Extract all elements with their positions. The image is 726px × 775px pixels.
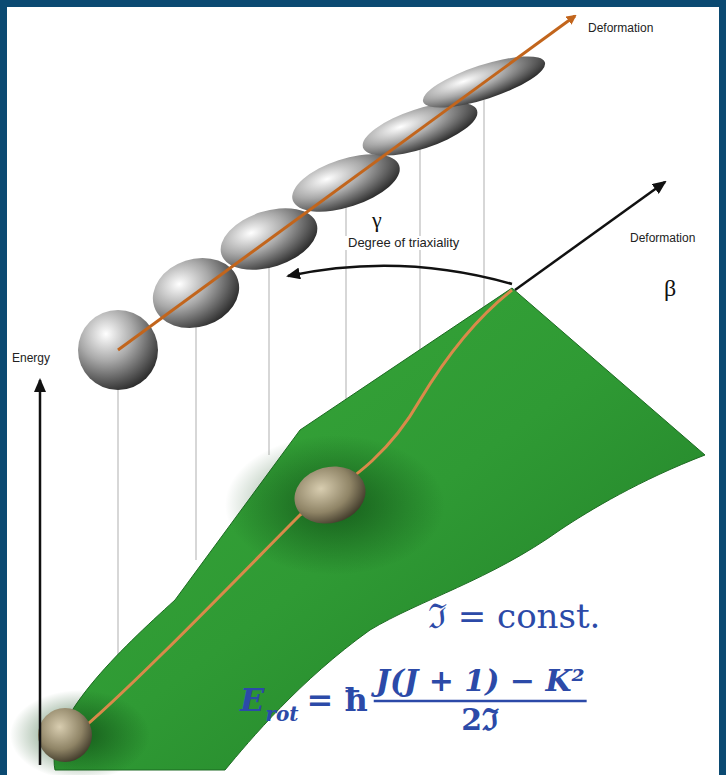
axis-label: Deformation: [630, 232, 695, 245]
axis-label: Deformation: [588, 22, 653, 35]
formula-text: rot: [265, 703, 298, 725]
deformation-axis-arrow: [118, 16, 575, 350]
ellipsoid-series: [78, 46, 550, 390]
formula-text: 2ℑ: [461, 703, 499, 736]
axis-label: Degree of triaxiality: [345, 236, 462, 250]
formula-text: J(J + 1) − K²: [376, 664, 585, 697]
energy-arrow: [39, 380, 42, 765]
beta-symbol: β: [664, 275, 676, 301]
formula-text: E: [240, 683, 264, 718]
fraction-bar: [374, 700, 587, 703]
axis-label: Energy: [12, 352, 50, 365]
gamma-arc-arrow: [288, 266, 512, 284]
deformed-nucleus-rock: [288, 459, 372, 532]
formula-text: = ħ: [307, 683, 368, 718]
formula-text: ℑ = const.: [428, 598, 600, 635]
surface-well: [10, 690, 150, 775]
energy-surface: [54, 288, 705, 770]
surface-well: [225, 435, 445, 575]
spherical-nucleus-rock: [38, 708, 92, 762]
gamma-symbol: γ: [372, 208, 382, 232]
